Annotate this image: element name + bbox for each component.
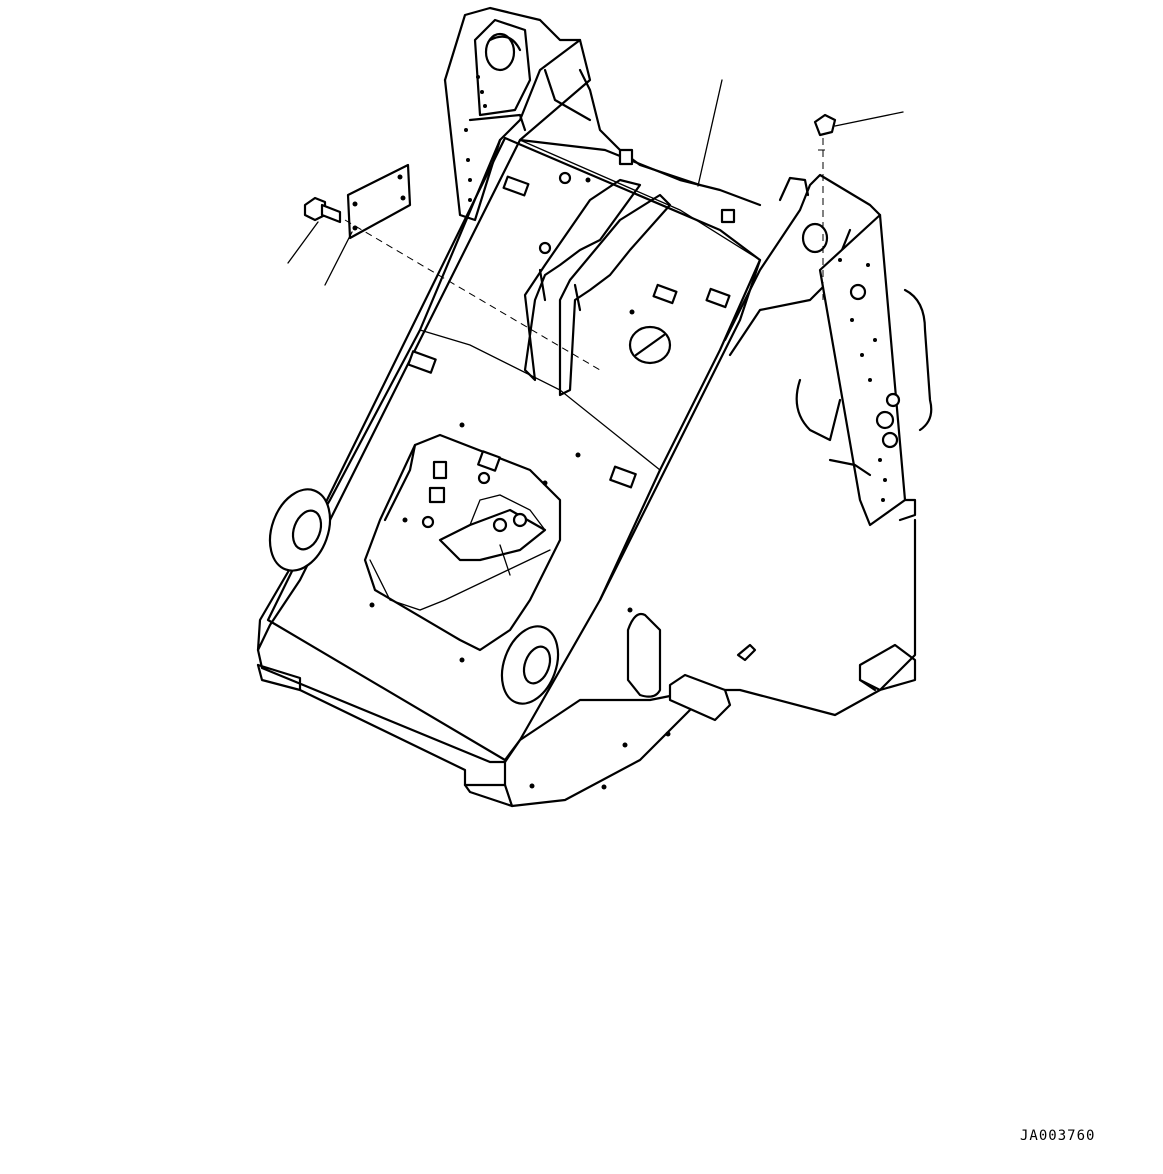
name-plate-assembly <box>287 163 601 371</box>
grease-fitting-assembly <box>813 111 904 300</box>
bolt-heads <box>421 171 901 533</box>
frame-leader-line <box>697 79 723 187</box>
front-frame <box>256 6 933 808</box>
drill-holes <box>369 75 887 790</box>
mounting-blocks <box>407 148 736 504</box>
drawing-code: JA003760 <box>1020 1128 1096 1144</box>
